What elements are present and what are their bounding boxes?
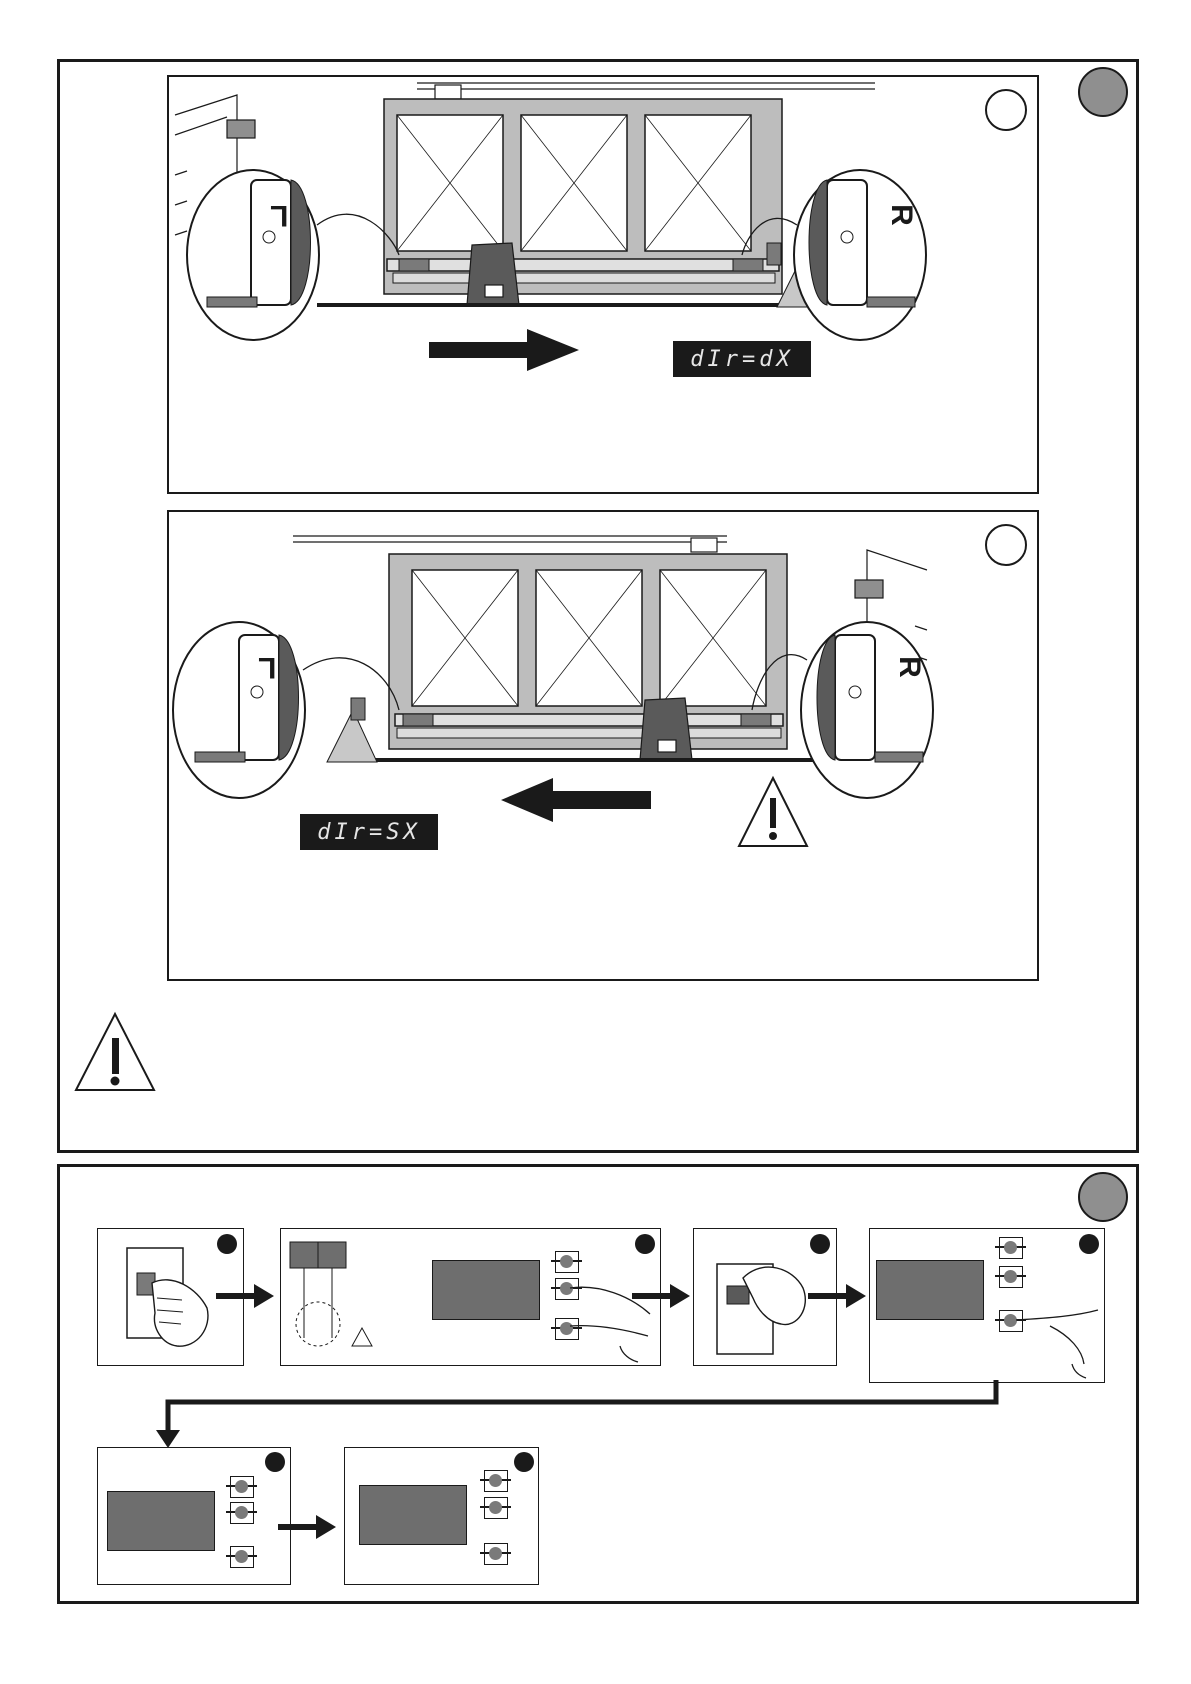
- panel-a-right-label: R: [884, 204, 918, 226]
- section-badge-top: [1078, 67, 1128, 117]
- rack-bracket-right: [741, 714, 771, 726]
- gate-leaf: [389, 554, 787, 749]
- panel-b-right-label: R: [892, 656, 926, 678]
- step-arrow-3: [808, 1284, 868, 1308]
- gate-leaf: [384, 99, 782, 294]
- section-badge-bottom: [1078, 1172, 1128, 1222]
- step-6-dot: [514, 1452, 534, 1472]
- step-2-button-up[interactable]: [555, 1251, 579, 1273]
- gate-motor: [640, 698, 692, 760]
- step-arrow-5: [278, 1515, 338, 1539]
- step-4-button-up[interactable]: [999, 1237, 1023, 1259]
- step-4-button-mid[interactable]: [999, 1266, 1023, 1288]
- rack-bracket-right: [733, 259, 763, 271]
- rack-bracket-left: [403, 714, 433, 726]
- step-4-dot: [1079, 1234, 1099, 1254]
- step-4-display-screen: [876, 1260, 984, 1320]
- gear-rack: [397, 728, 781, 738]
- step-connector-arrow: [160, 1380, 1010, 1450]
- step-arrow-1: [216, 1284, 276, 1308]
- left-end-stop: [327, 698, 377, 762]
- step-6-button-up[interactable]: [484, 1470, 508, 1492]
- gear-rack: [393, 273, 775, 283]
- panel-a-gate-illustration: [167, 75, 1039, 494]
- arrow-right-icon: [429, 329, 579, 371]
- panel-a-left-label: L: [270, 198, 288, 232]
- finger-press-illustration: [1010, 1306, 1100, 1380]
- panel-b-display: dIr=SX: [300, 814, 438, 850]
- step-2-display-screen: [432, 1260, 540, 1320]
- step-5-button-up[interactable]: [230, 1476, 254, 1498]
- step-5-dot: [265, 1452, 285, 1472]
- panel-b-gate-illustration: [167, 510, 1039, 981]
- warning-triangle-icon: [72, 1010, 158, 1094]
- panel-b-left-label: L: [258, 650, 276, 684]
- step-5-display-screen: [107, 1491, 215, 1551]
- panel-a-display: dIr=dX: [673, 341, 811, 377]
- top-guide-rail: [417, 83, 875, 99]
- step-2-dot: [635, 1234, 655, 1254]
- step-6-display-screen: [359, 1485, 467, 1545]
- arrow-left-icon: [501, 778, 651, 822]
- step-5-button-mid[interactable]: [230, 1502, 254, 1524]
- warning-triangle-icon: [739, 778, 807, 846]
- gate-motor: [467, 243, 519, 305]
- step-6-button-down[interactable]: [484, 1543, 508, 1565]
- step-arrow-2: [632, 1284, 692, 1308]
- rack-bracket-left: [399, 259, 429, 271]
- step-5-button-down[interactable]: [230, 1546, 254, 1568]
- top-guide-rail: [293, 536, 727, 552]
- wiring-jumper-illustration: [280, 1228, 400, 1366]
- step-6-button-mid[interactable]: [484, 1497, 508, 1519]
